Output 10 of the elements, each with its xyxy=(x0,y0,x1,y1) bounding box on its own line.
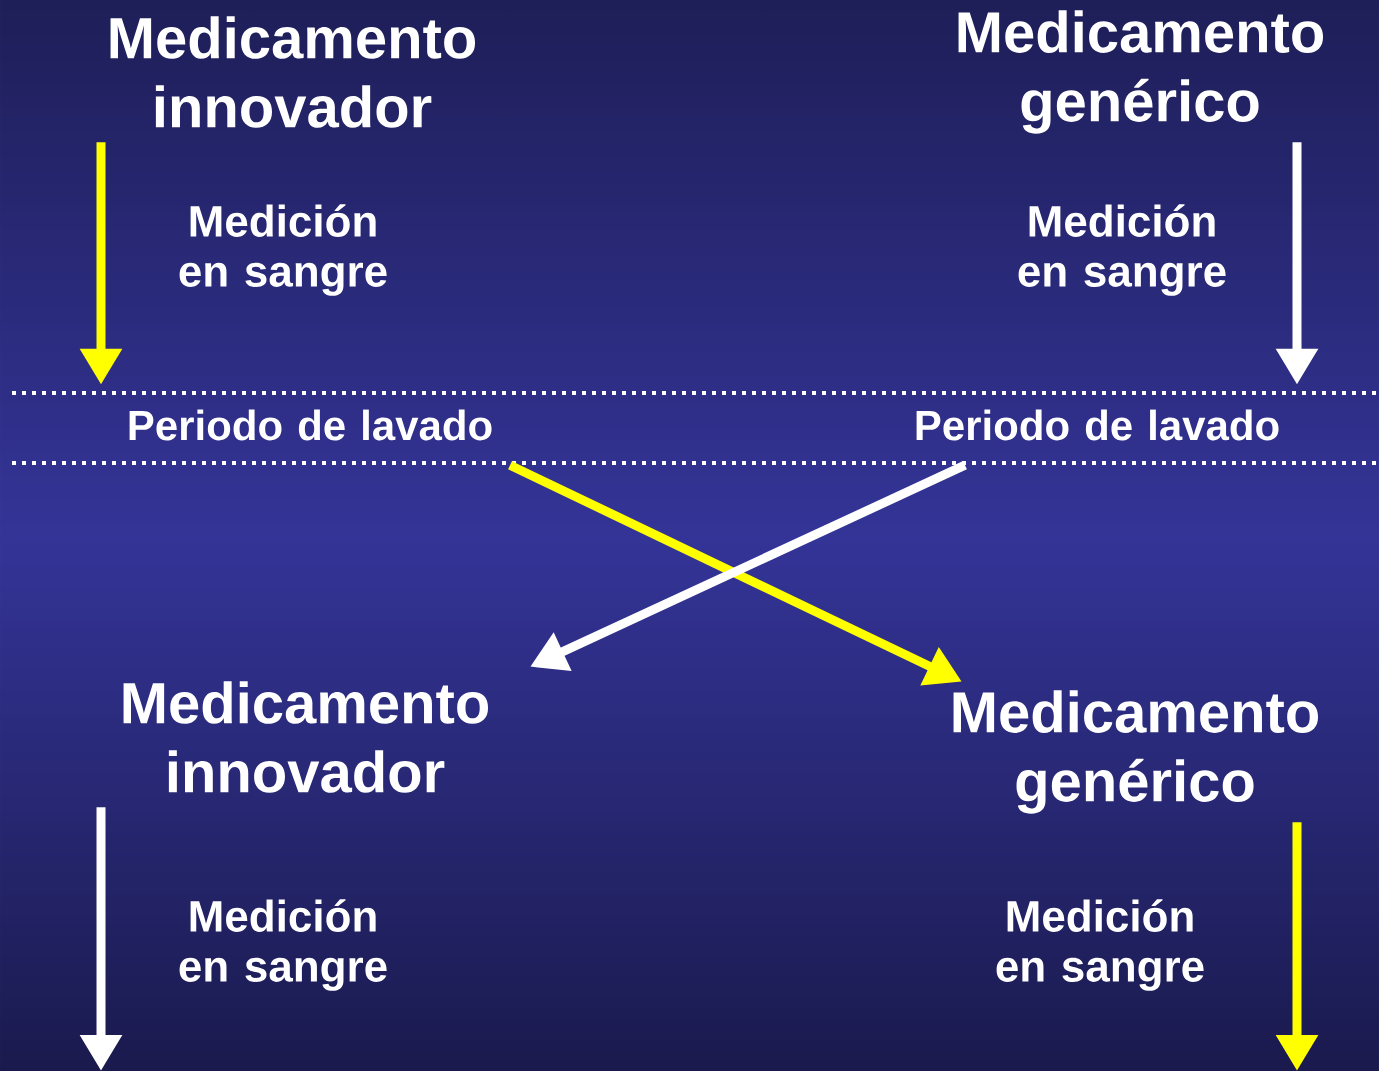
edge-label: Medición en sangre xyxy=(1018,204,1226,296)
edge-label: Medición en sangre xyxy=(179,899,387,991)
title-text: Periodo de lavado xyxy=(916,409,1279,441)
title-text: Periodo de lavado xyxy=(129,409,492,441)
edge-label: Medición en sangre xyxy=(996,899,1204,991)
title-text: Medicamento genérico xyxy=(958,10,1323,134)
title-text: Medicamento genérico xyxy=(953,690,1318,814)
title-text: Medicamento innovador xyxy=(110,16,476,128)
edge-label: Medición en sangre xyxy=(179,204,387,296)
title-text: Medicamento innovador xyxy=(123,681,489,793)
